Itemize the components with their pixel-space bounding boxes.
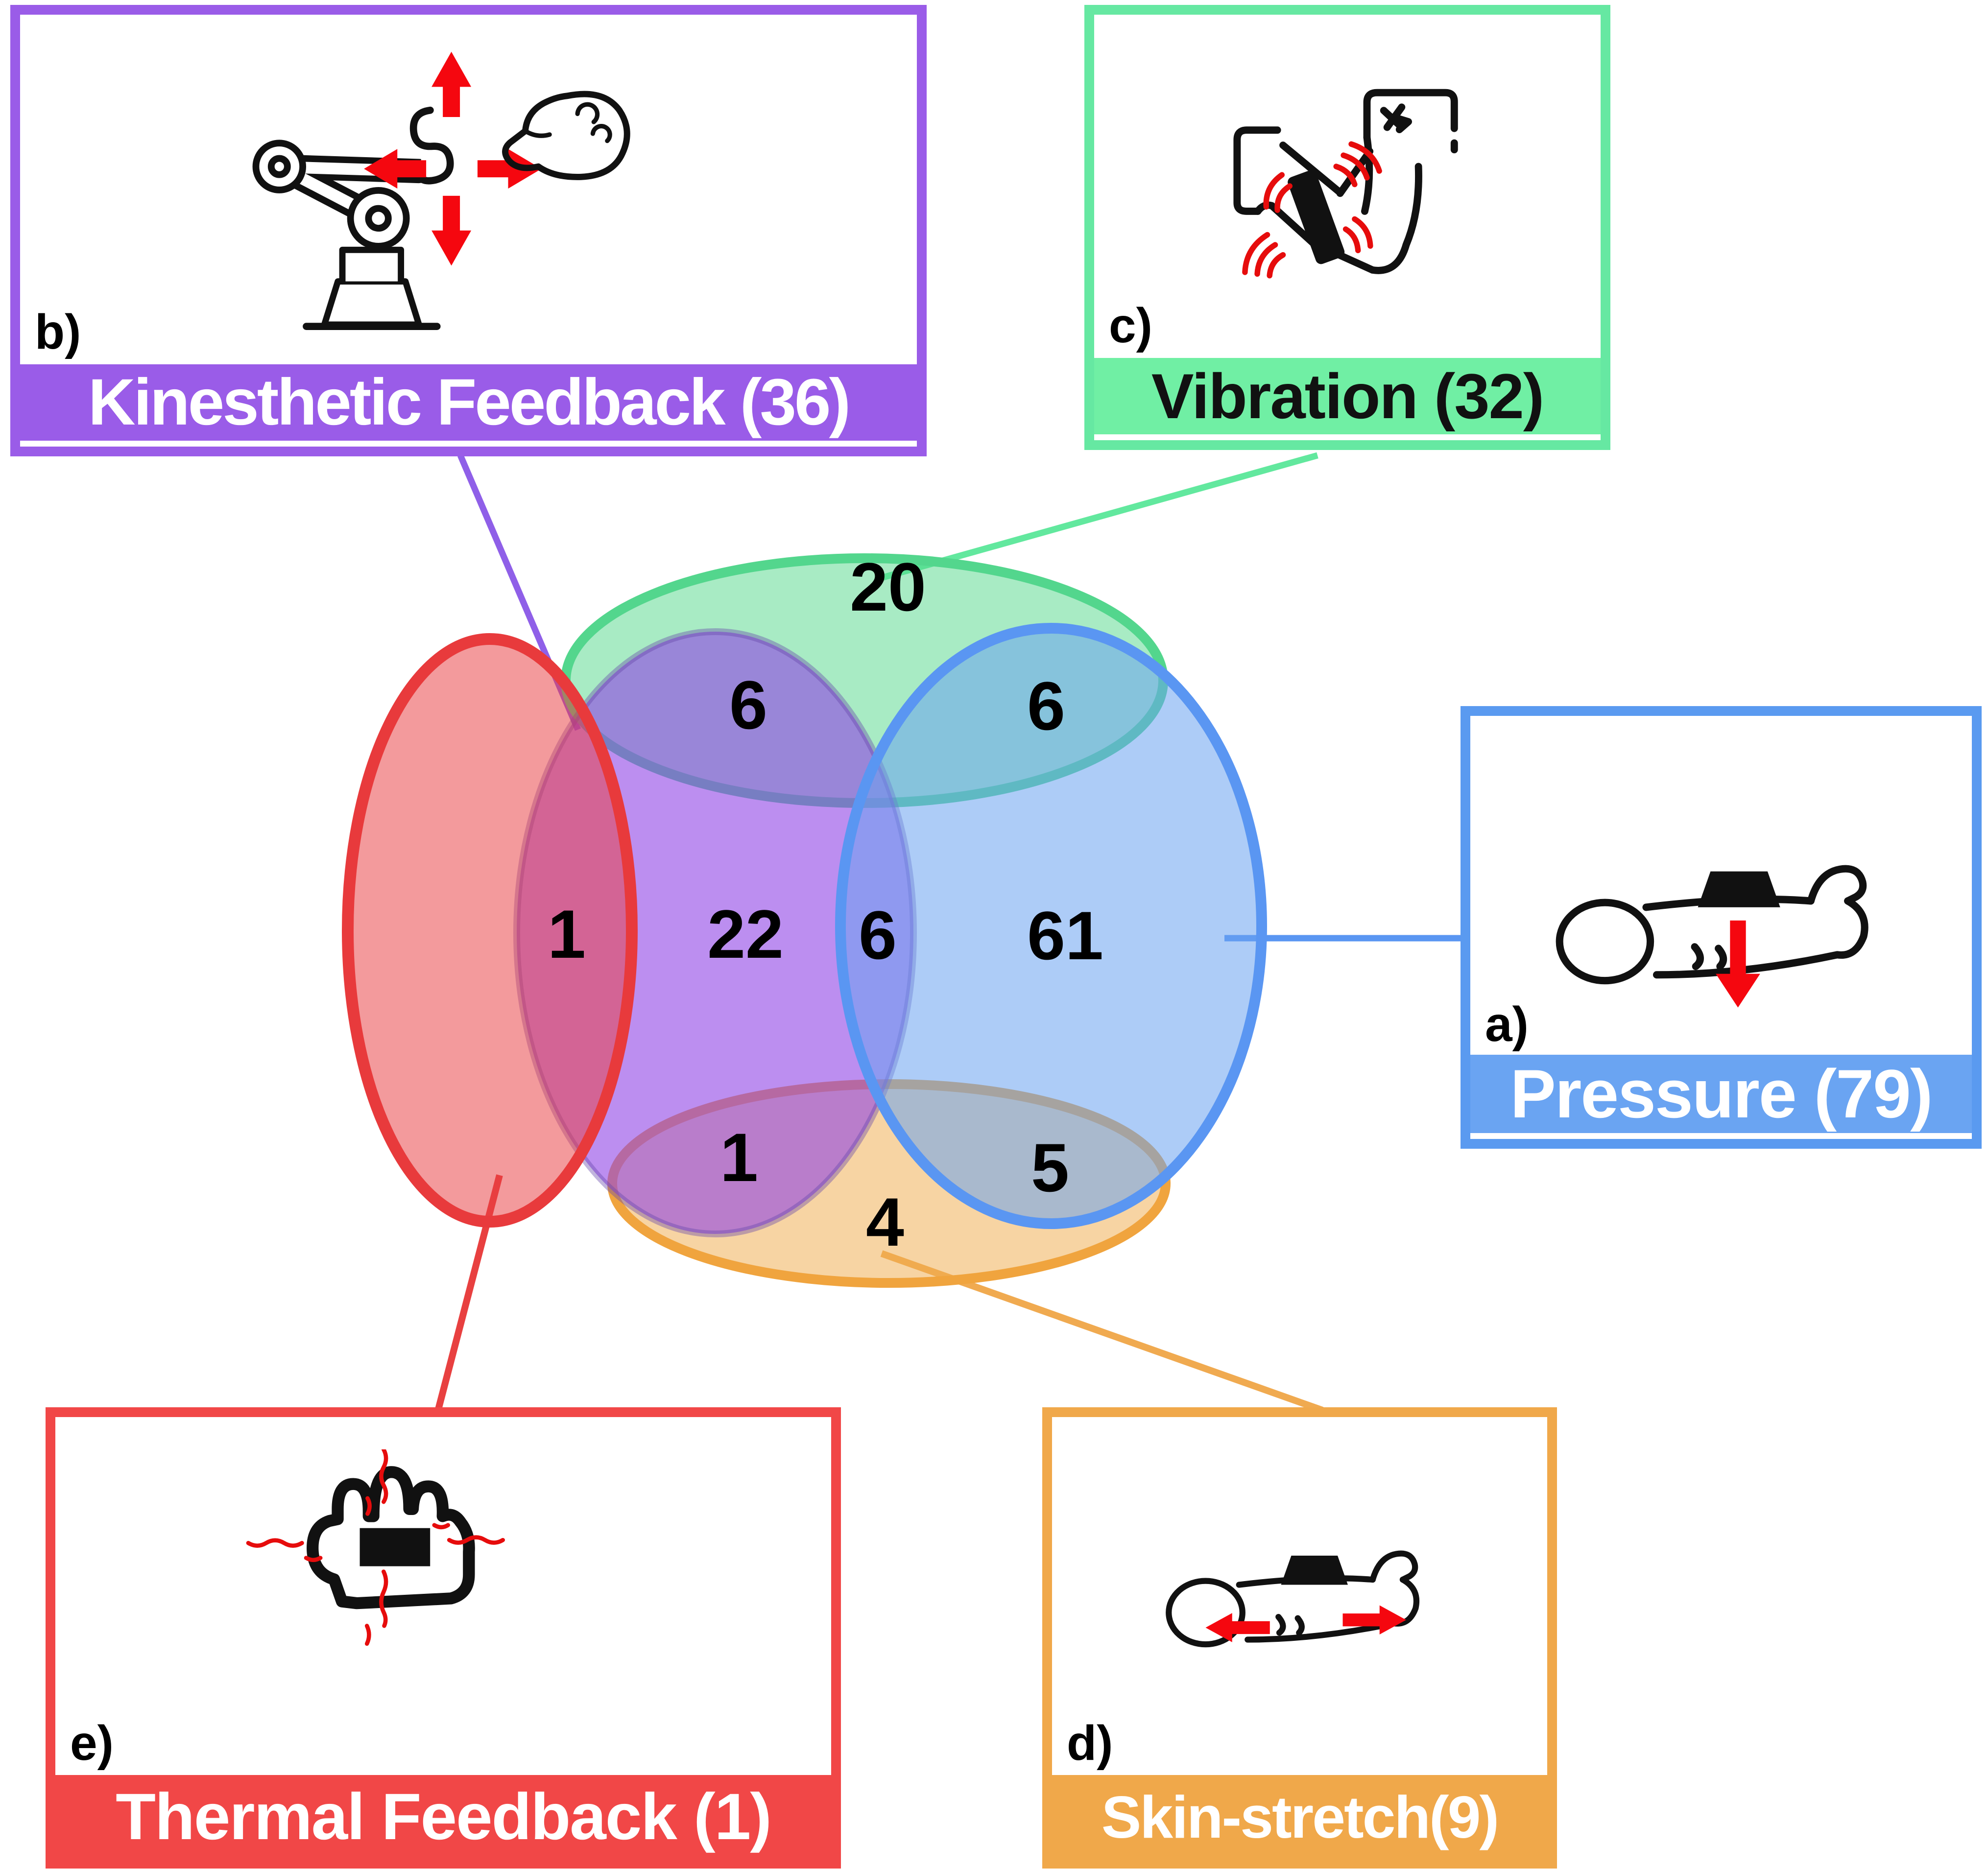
panel-title-pressure: Pressure (79)	[1470, 1055, 1972, 1133]
venn-count-vibration-only: 20	[850, 548, 926, 625]
panel-pressure: a) Pressure (79)	[1461, 706, 1982, 1149]
venn-count-kinesthetic-only: 22	[707, 896, 784, 972]
panel-letter-pressure: a)	[1485, 997, 1529, 1052]
panel-title-thermal: Thermal Feedback (1)	[55, 1775, 831, 1859]
panel-skin-stretch: d) Skin-stretch(9)	[1042, 1407, 1557, 1869]
venn-count-kinesthetic-skin-stretch: 1	[720, 1119, 758, 1196]
panel-letter-skin-stretch: d)	[1067, 1716, 1113, 1771]
venn-count-skin-stretch-only: 4	[866, 1184, 904, 1260]
robot-arm-icon	[252, 51, 630, 330]
venn-count-thermal-kinesthetic: 1	[548, 896, 586, 972]
venn-count-kinesthetic-vibration: 6	[729, 666, 767, 743]
venn-ellipse-thermal	[342, 633, 638, 1228]
venn-count-kinesthetic-pressure: 6	[859, 897, 897, 973]
panel-letter-vibration: c)	[1109, 298, 1152, 353]
panel-title-vibration: Vibration (32)	[1094, 358, 1601, 434]
forearm-skin-stretch-icon	[1165, 1550, 1419, 1648]
venn-ellipse-pressure	[835, 623, 1267, 1229]
flexed-arm-vibration-icon	[1233, 89, 1458, 279]
panel-vibration: c) Vibration (32)	[1084, 5, 1610, 450]
panel-letter-kinesthetic: b)	[35, 305, 81, 359]
fist-thermal-icon	[246, 1449, 505, 1646]
panel-title-skin-stretch: Skin-stretch(9)	[1052, 1775, 1547, 1859]
venn-count-pressure-skin-stretch: 5	[1031, 1129, 1069, 1206]
panel-letter-thermal: e)	[70, 1716, 114, 1771]
connector-vibration	[881, 452, 1318, 581]
venn-count-vibration-pressure: 6	[1027, 667, 1065, 744]
panel-title-kinesthetic: Kinesthetic Feedback (36)	[20, 364, 917, 441]
panel-kinesthetic-feedback: b) Kinesthetic Feedback (36)	[10, 5, 927, 456]
venn-count-pressure-only: 61	[1027, 897, 1103, 974]
forearm-pressure-icon	[1556, 865, 1868, 1008]
panel-thermal-feedback: e) Thermal Feedback (1)	[46, 1407, 841, 1869]
